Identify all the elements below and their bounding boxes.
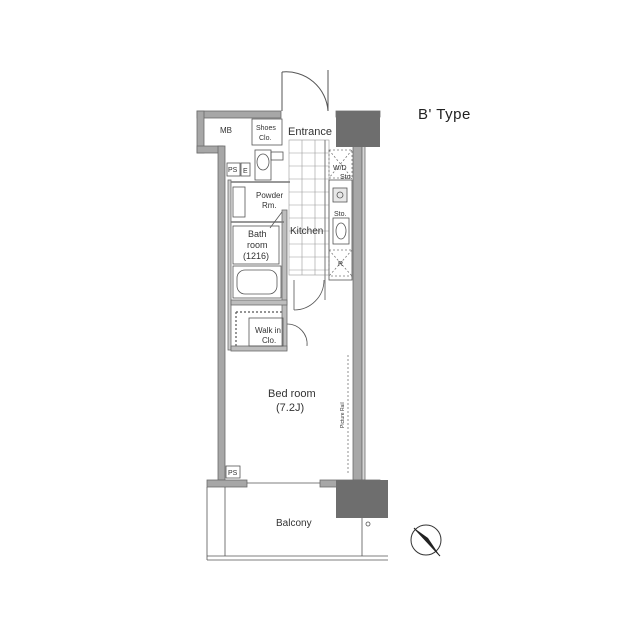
label-walkin-1: Walk in [255,326,281,335]
label-ps-bottom: PS [228,470,238,477]
label-bedroom-2: (7.2J) [276,402,304,414]
label-mb: MB [220,126,232,135]
walk-in-closet [235,311,282,346]
label-walkin-2: Clo. [262,336,276,345]
label-shoes-2: Clo. [259,135,272,142]
label-r: R [338,261,343,268]
label-bedroom-1: Bed room [268,388,316,400]
bathroom-fixtures [232,211,283,299]
label-wd-2: Sto. [340,174,353,181]
kitchen-counter [328,179,353,281]
label-entrance: Entrance [288,126,332,138]
e-box [240,162,251,177]
toilet-fixture [254,149,284,181]
bedroom-door [293,279,325,311]
column-top-right [336,111,380,147]
entrance-tiles [288,139,330,276]
ps-box-bottom [225,465,241,479]
label-sto: Sto. [334,211,347,218]
label-e: E [243,168,248,175]
entrance-door [281,70,329,112]
label-ps-top: PS [228,167,238,174]
label-shoes-1: Shoes [256,125,276,132]
label-powder-1: Powder [256,191,283,200]
refrigerator-space [328,249,353,277]
label-balcony: Balcony [276,518,312,529]
label-picture-rail: Picture Rail [340,402,346,428]
label-powder-2: Rm. [262,201,277,210]
label-kitchen: Kitchen [290,226,323,237]
shoes-closet [251,118,283,146]
balcony [206,482,388,561]
powder-room-sink [232,186,246,218]
label-wd-1: W/D [333,165,347,172]
north-arrow-icon [410,524,442,557]
ps-box-top [226,162,241,177]
label-bath-2: room [247,240,268,250]
floorplan-type-title: B' Type [418,106,471,123]
column-bottom-right [336,480,388,518]
label-bath-1: Bath [248,229,267,239]
label-bath-3: (1216) [243,251,269,261]
walls [196,110,381,488]
wd-storage [328,149,353,179]
